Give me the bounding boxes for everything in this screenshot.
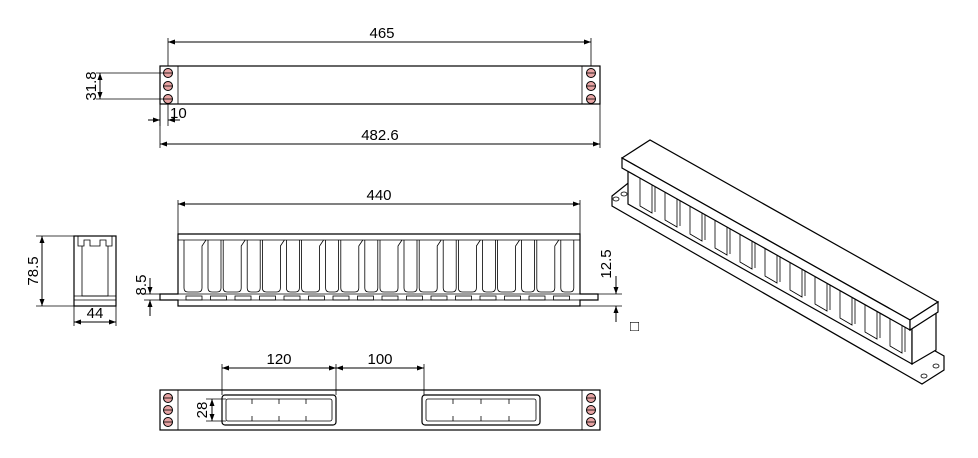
base-slot: [185, 295, 203, 301]
base-slot: [332, 295, 350, 301]
base-slot: [406, 295, 423, 301]
base-slot: [553, 295, 570, 301]
iso-finger: [864, 302, 878, 340]
base-slot: [479, 295, 497, 301]
base-slot: [357, 295, 374, 301]
base-slot: [308, 295, 325, 301]
cable-finger: [521, 240, 535, 293]
cable-finger: [222, 239, 246, 293]
top-view: 465 31.8 10 482.6: [83, 25, 601, 148]
front-view-body: [159, 233, 599, 307]
dim-top-offset: 10: [148, 104, 187, 126]
dim-top-overall: 482.6: [159, 104, 601, 148]
dim-front-flange-label: 8.5: [133, 275, 150, 296]
isometric-view: [611, 139, 945, 385]
iso-finger: [689, 204, 703, 242]
base-slots: [185, 295, 570, 301]
cable-fingers: [183, 239, 575, 293]
iso-finger: [664, 190, 678, 228]
bottom-view: 120 100 28: [159, 351, 601, 431]
bottom-holes-left: [163, 393, 173, 427]
cable-finger: [207, 240, 222, 293]
cable-finger: [497, 239, 520, 293]
dim-bottom-slot-width-label: 100: [367, 351, 392, 368]
base-slot: [259, 295, 276, 301]
base-slot: [528, 295, 546, 301]
cable-finger: [458, 239, 481, 293]
dim-bottom-spacing: 120 100: [221, 351, 425, 395]
cable-finger: [340, 239, 364, 293]
iso-finger: [639, 176, 653, 214]
base-slot: [381, 295, 399, 301]
iso-mount-holes: [612, 191, 940, 379]
bottom-slot-right: [421, 394, 541, 426]
dim-side-height-label: 78.5: [25, 256, 42, 285]
dim-side-height: 78.5: [25, 235, 74, 307]
dim-front-width: 440: [177, 187, 581, 234]
iso-finger: [839, 288, 853, 326]
dim-bottom-slot-height-label: 28: [194, 402, 211, 419]
dim-top-height: 31.8: [83, 71, 163, 101]
side-view: 78.5 44: [25, 235, 117, 326]
dim-top-offset-label: 10: [170, 105, 187, 122]
base-slot: [504, 295, 521, 301]
cable-finger: [183, 239, 207, 293]
iso-finger: [814, 274, 828, 312]
mount-holes-left: [163, 68, 173, 104]
cable-finger: [246, 240, 261, 293]
dim-side-depth-label: 44: [87, 305, 104, 322]
cable-finger: [364, 240, 379, 293]
base-slot: [455, 295, 472, 301]
base-slot: [430, 295, 448, 301]
dim-front-lip: 12.5: [580, 249, 622, 322]
front-view: 440 8.5 12.5: [133, 187, 622, 322]
iso-finger: [714, 218, 728, 256]
dim-top-overall-label: 482.6: [361, 127, 399, 144]
iso-top-cover-side: [909, 300, 939, 332]
bottom-slot-left: [221, 394, 337, 426]
dim-front-lip-label: 12.5: [598, 249, 615, 278]
cable-finger: [403, 240, 418, 293]
cable-finger: [560, 240, 575, 293]
dim-bottom-spacing-label: 120: [266, 351, 291, 368]
cable-finger: [379, 239, 403, 293]
cable-finger: [482, 240, 496, 293]
iso-finger: [889, 316, 903, 354]
base-slot: [210, 295, 227, 301]
dim-front-width-label: 440: [366, 187, 391, 204]
cable-finger: [536, 239, 560, 293]
cable-finger: [301, 239, 324, 293]
cable-finger: [418, 239, 442, 293]
dim-side-depth: 44: [73, 305, 117, 326]
top-view-panel: [159, 65, 601, 105]
cable-finger: [262, 239, 285, 293]
base-slot: [234, 295, 252, 301]
dim-top-width-label: 465: [369, 25, 394, 42]
dim-top-width: 465: [167, 25, 592, 66]
iso-finger: [764, 246, 778, 284]
iso-finger: [789, 260, 803, 298]
dim-bottom-slot-height: 28: [194, 398, 226, 422]
base-slot: [283, 295, 301, 301]
iso-finger: [739, 232, 753, 270]
dim-top-height-label: 31.8: [83, 71, 100, 100]
cable-finger: [286, 240, 300, 293]
cable-finger: [442, 240, 457, 293]
side-view-body: [73, 235, 117, 307]
box-marker-glyph: □: [630, 318, 639, 335]
iso-top-cover-edge: [621, 156, 911, 332]
cable-finger: [325, 240, 339, 293]
dim-front-flange: 8.5: [133, 275, 160, 316]
mount-holes-right: [586, 68, 596, 104]
iso-cable-fingers: [639, 176, 906, 354]
bottom-holes-right: [586, 393, 596, 427]
